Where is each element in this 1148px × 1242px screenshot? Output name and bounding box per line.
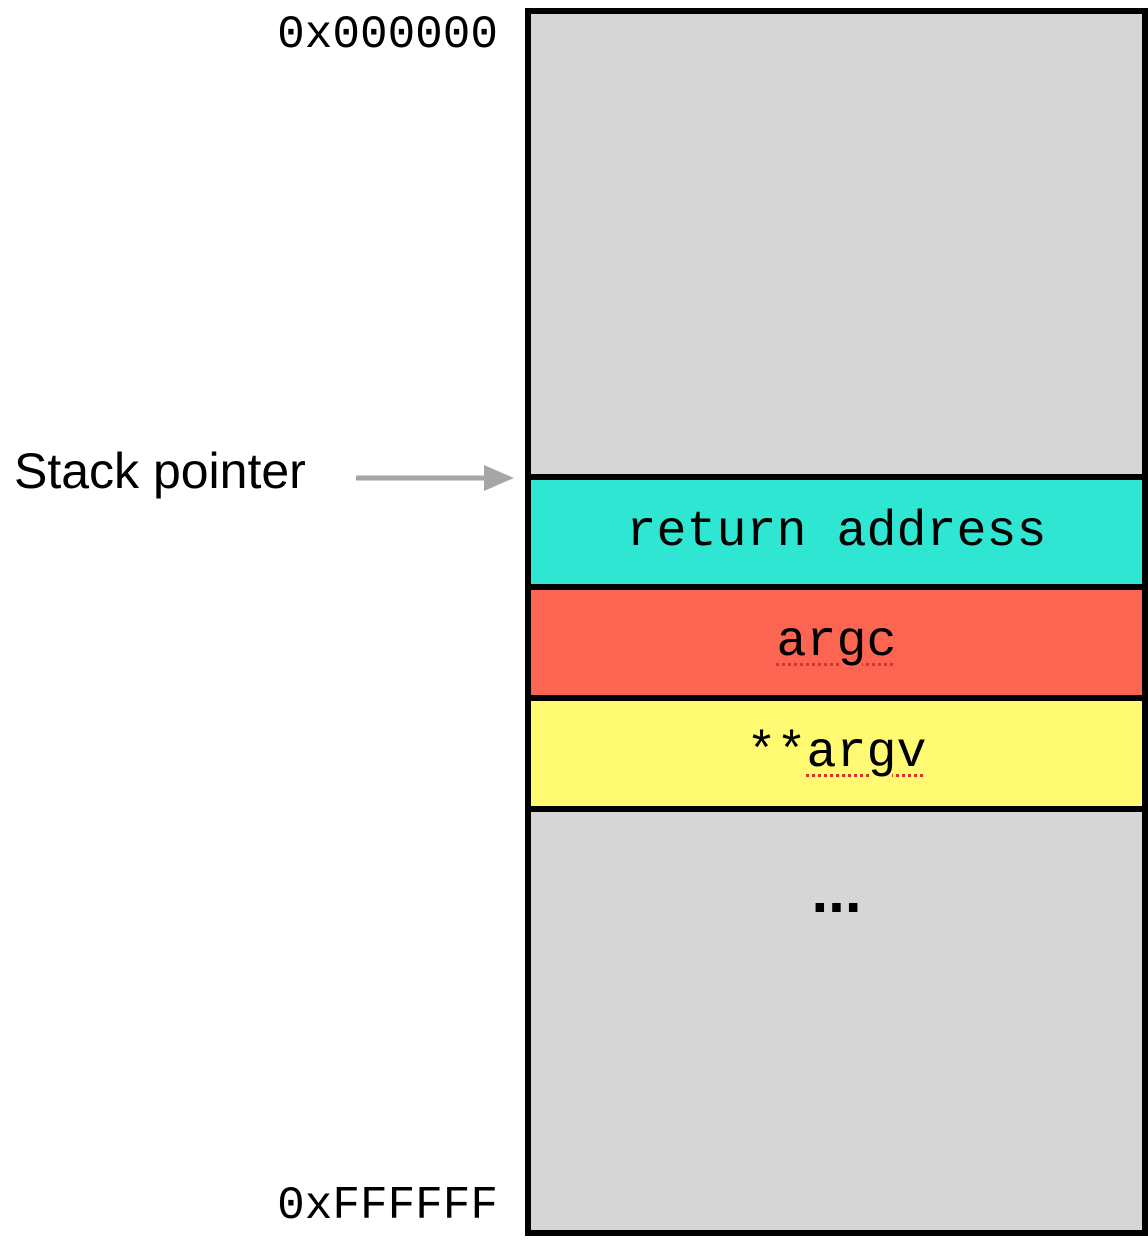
arrow-head	[484, 465, 514, 491]
stack-slot-argv: **argv	[531, 701, 1142, 812]
argv-label: argv	[806, 725, 927, 782]
stack-slot-return-address: return address	[531, 480, 1142, 590]
stack-pointer-arrow-icon	[356, 465, 514, 491]
address-bottom-label: 0xFFFFFF	[277, 1180, 498, 1232]
argv-pointer-prefix: **	[746, 725, 807, 782]
stack-free-region	[531, 14, 1142, 480]
stack-continuation-region: ...	[531, 812, 1142, 1230]
return-address-label: return address	[626, 503, 1047, 561]
argc-label: argc	[776, 614, 897, 671]
address-top-label: 0x000000	[277, 9, 498, 61]
continuation-ellipsis: ...	[811, 858, 862, 925]
stack-slot-argc: argc	[531, 590, 1142, 701]
stack-memory-block: return address argc **argv ...	[525, 8, 1148, 1236]
stack-pointer-label: Stack pointer	[14, 443, 306, 499]
